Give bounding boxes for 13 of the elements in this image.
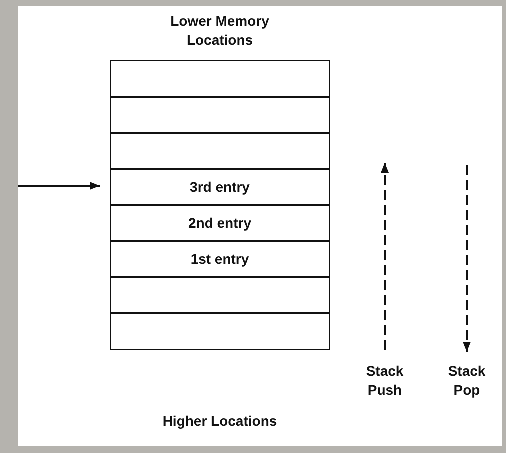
stack-entry: 3rd entry [110, 168, 330, 206]
memory-cell [110, 276, 330, 314]
memory-cell [110, 60, 330, 98]
memory-cell [110, 312, 330, 350]
memory-heading: Lower Memory Locations [170, 12, 270, 50]
stack-entry: 2nd entry [110, 204, 330, 242]
direction-label: Stack Push [365, 362, 405, 400]
arrow [18, 182, 100, 190]
stack-entry: 1st entry [110, 240, 330, 278]
memory-cell [110, 132, 330, 170]
direction-label: Stack Pop [447, 362, 487, 400]
memory-cell [110, 96, 330, 134]
memory-heading: Higher Locations [162, 412, 278, 431]
